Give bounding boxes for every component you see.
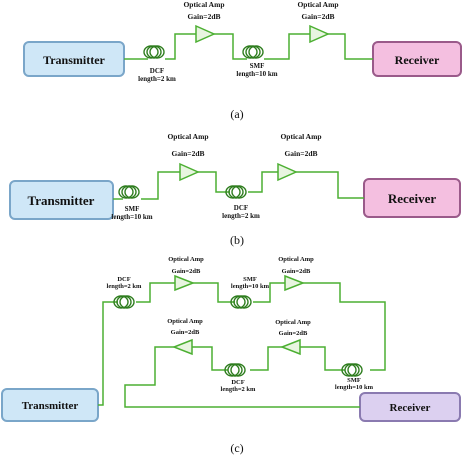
smf-coil-icon [242,45,264,59]
smf-label: SMF [347,377,361,384]
wire [303,282,386,371]
dcf-coil-icon [143,45,165,59]
dcf-coil-icon [224,363,246,377]
gain-label: Gain=2dB [171,149,204,158]
amplifier-icon [284,274,306,292]
caption-a: (a) [230,107,243,121]
amp-label: Optical Amp [278,256,314,263]
panel-a: Transmitter Receiver Optical Amp Gain=2d… [23,0,462,121]
wire [136,282,175,303]
amp-label: Optical Amp [183,0,224,9]
wire [214,33,247,60]
smf-label: SMF [243,276,257,283]
amp-label: Optical Amp [275,319,311,326]
dcf-label: DCF [231,379,244,386]
gain-label: Gain=2dB [187,12,220,21]
amp-label: Optical Amp [280,132,321,141]
gain-label: Gain=2dB [284,149,317,158]
amp-label: Optical Amp [167,318,203,325]
panel-b: Transmitter Receiver Optical Amp Gain=2d… [9,132,461,247]
wire [193,282,235,303]
wire [141,171,180,200]
wire [192,346,228,371]
amp-label: Optical Amp [297,0,338,9]
amplifier-icon [279,338,301,356]
gain-label: Gain=2dB [171,329,200,336]
dcf-length-label: length=2 km [107,283,143,290]
dcf-length-label: length=2 km [222,212,260,220]
smf-coil-icon [341,363,363,377]
wire [300,346,345,371]
wire [124,346,360,408]
wire [327,33,373,60]
gain-label: Gain=2dB [172,268,201,275]
dcf-coil-icon [225,185,247,199]
receiver-label: Receiver [395,53,440,67]
amp-label: Optical Amp [168,256,204,263]
amplifier-icon [195,24,216,44]
dcf-coil-icon [113,295,135,309]
amplifier-icon [179,162,200,182]
wire [253,282,285,303]
gain-label: Gain=2dB [282,268,311,275]
amplifier-icon [171,338,193,356]
panel-c: Transmitter Receiver Optical Amp Gain=2d… [1,256,461,455]
smf-length-label: length=10 km [335,384,374,391]
gain-label: Gain=2dB [301,12,334,21]
smf-label: SMF [125,205,140,213]
smf-label: SMF [250,62,265,70]
wire [296,171,364,199]
transmitter-label: Transmitter [22,400,79,412]
caption-b: (b) [230,233,244,247]
wire [165,33,196,60]
amplifier-icon [174,274,196,292]
wire [98,301,118,406]
wire [264,33,310,60]
dcf-length-label: length=2 km [221,386,257,393]
wire [248,171,278,193]
receiver-label: Receiver [388,191,437,206]
amplifier-icon [309,24,330,44]
gain-label: Gain=2dB [279,330,308,337]
dcf-label: DCF [117,276,130,283]
amplifier-icon [277,162,298,182]
receiver-label: Receiver [390,402,431,414]
smf-length-label: length=10 km [236,70,277,78]
smf-coil-icon [230,295,252,309]
wire [198,171,230,193]
smf-length-label: length=10 km [231,283,270,290]
caption-c: (c) [230,441,243,455]
wire [250,346,282,371]
transmitter-label: Transmitter [28,193,95,208]
transmitter-box [9,180,114,220]
transmitter-label: Transmitter [43,53,105,67]
amp-label: Optical Amp [167,132,208,141]
dcf-label: DCF [150,67,164,75]
smf-length-label: length=10 km [111,213,152,221]
smf-coil-icon [118,185,140,199]
dcf-label: DCF [234,204,248,212]
dcf-length-label: length=2 km [138,75,176,83]
